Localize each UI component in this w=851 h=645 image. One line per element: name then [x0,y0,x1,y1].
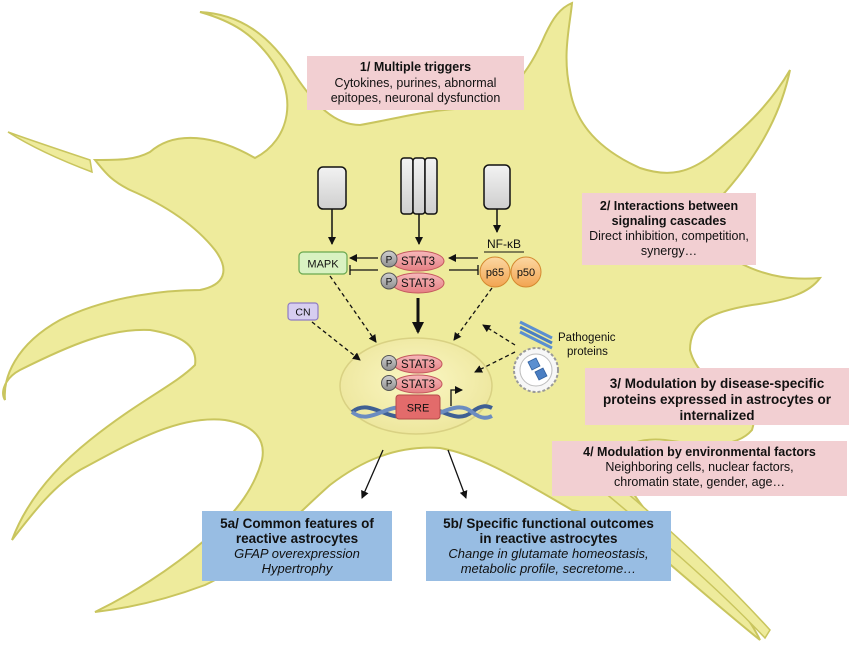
box3-title-line1: 3/ Modulation by disease-specific [609,376,825,391]
phospho-nuc-bottom [381,375,397,391]
box1-title: 1/ Multiple triggers [359,60,472,74]
p65-node [479,256,511,288]
arrow-cn-to-nucleus [311,321,361,361]
box2-title-line2: signaling cascades [611,214,727,228]
box5b-line1: Change in glutamate homeostasis, [448,546,649,561]
stat3-nuc-bottom-label: STAT3 [401,379,435,391]
box5b-line2: metabolic profile, secretome… [460,561,637,576]
mapk-node [298,251,348,275]
box5b-title-line1: 5b/ Specific functional outcomes [443,516,654,531]
arrow-to-outcome-5b [447,449,468,499]
receptor-left [317,166,347,210]
box1-line1: Cytokines, purines, abnormal [334,75,497,90]
internalized-protein-1 [527,357,541,371]
arrow-pathogenic-to-nucleus [474,351,516,373]
astrocyte-process-left [7,131,93,174]
box5a-title-line2: reactive astrocytes [235,531,359,546]
phospho-nuc-top [381,355,397,371]
sre-element [395,394,441,420]
p65-label: p65 [486,267,504,279]
receptor-center-3 [424,157,438,215]
box2-title-line1: 2/ Interactions between [599,199,739,213]
box-disease-specific-proteins: 3/ Modulation by disease-specific protei… [585,368,849,425]
phospho-cyto-bottom [380,272,398,290]
stat3-cyto-bottom-label: STAT3 [401,278,435,290]
cn-node [287,302,319,321]
receptor-center-1 [400,157,414,215]
phospho-nuc-bottom-label: P [386,379,392,390]
phospho-cyto-bottom-label: P [386,277,393,288]
arrow-nfkb-to-nucleus [453,287,493,341]
nfkb-label: NF-κB [487,237,521,251]
phospho-nuc-top-label: P [386,359,392,370]
box3-title-line2: proteins expressed in astrocytes or [602,392,832,407]
arrow-pathogenic-to-nfkb [482,324,516,346]
phospho-cyto-top-label: P [386,255,393,266]
box4-line2: chromatin state, gender, age… [614,475,785,489]
receptor-center-2 [412,157,426,215]
receptor-right [483,164,511,210]
pathogenic-label-line2: proteins [567,346,608,358]
box2-line1: Direct inhibition, competition, [589,229,749,243]
mapk-label: MAPK [307,259,339,271]
box5a-title-line1: 5a/ Common features of [220,516,374,531]
p50-node [510,256,542,288]
internalized-protein-2 [534,367,548,381]
pathogenic-proteins-fibrils [519,320,553,350]
p50-label: p50 [517,267,535,279]
arrow-to-outcome-5a [361,449,384,499]
box-signaling-interactions: 2/ Interactions between signaling cascad… [582,193,756,265]
stat3-nuc-top-label: STAT3 [401,359,435,371]
box5a-line1: GFAP overexpression [234,546,360,561]
box-multiple-triggers: 1/ Multiple triggers Cytokines, purines,… [307,56,524,110]
pathogenic-label-line1: Pathogenic [558,332,616,344]
box5b-title-line2: in reactive astrocytes [479,531,618,546]
stat3-cyto-top-label: STAT3 [401,256,435,268]
cn-label: CN [295,307,310,319]
box1-line2: epitopes, neuronal dysfunction [330,91,501,105]
box-common-features: 5a/ Common features of reactive astrocyt… [202,511,392,581]
transcription-start-arrow [450,386,463,406]
box4-line1: Neighboring cells, nuclear factors, [605,460,794,474]
box2-line2: synergy… [640,244,698,258]
sre-label: SRE [407,403,430,415]
box3-title-line3: internalized [679,408,755,423]
phospho-cyto-top [380,250,398,268]
box4-title: 4/ Modulation by environmental factors [583,445,816,459]
box-environmental-factors: 4/ Modulation by environmental factors N… [552,441,847,496]
box5a-line2: Hypertrophy [261,561,333,576]
box-specific-outcomes: 5b/ Specific functional outcomes in reac… [426,511,671,581]
